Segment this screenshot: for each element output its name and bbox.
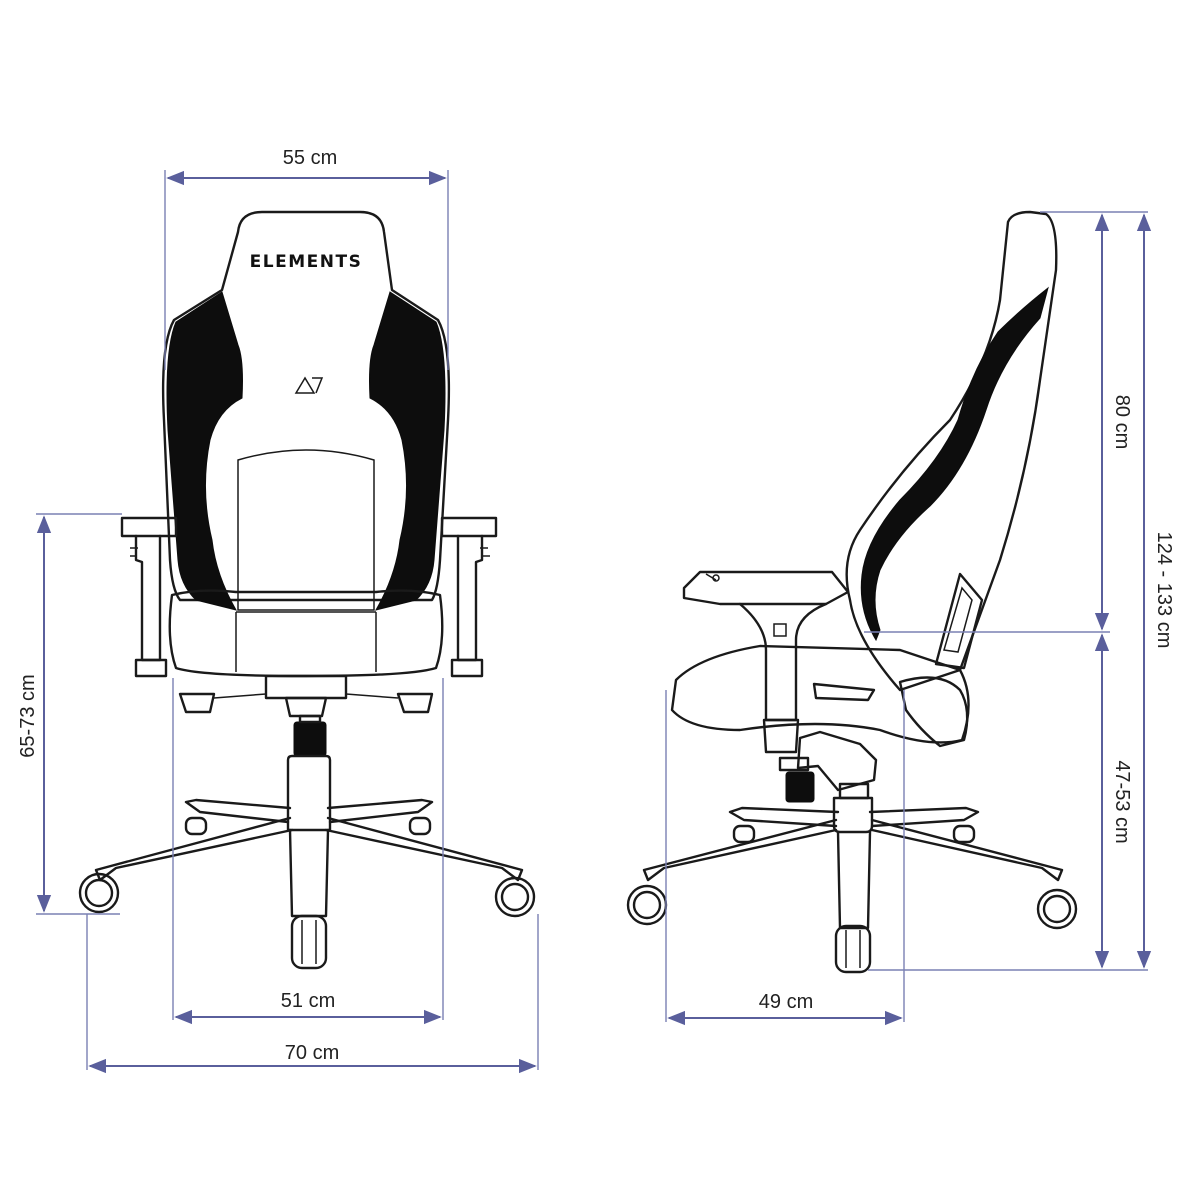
dim-seat-width-label: 51 cm [281, 990, 335, 1012]
front-tilt-mechanism [264, 674, 348, 700]
dim-total-height-label: 124 - 133 cm [1153, 532, 1175, 649]
side-backrest-outline [845, 210, 1058, 692]
side-tilt-mechanism [796, 730, 878, 792]
side-caster-wheels [626, 824, 1078, 974]
dimension-annotations: 55 cm 51 cm 70 cm 65-73 cm 49 cm 80 cm 4… [17, 147, 1175, 1074]
front-gas-lift [286, 754, 332, 832]
dim-width-top-label: 55 cm [283, 147, 337, 169]
front-chair: ELEMENTS [78, 210, 536, 970]
front-star-base [78, 798, 536, 970]
front-height-knob [293, 721, 327, 757]
elements-triangle-logo-icon [294, 376, 324, 394]
front-left-armrest [120, 516, 178, 678]
brand-text: ELEMENTS [250, 252, 363, 272]
front-left-black-panel [166, 291, 243, 611]
side-star-base [626, 806, 1078, 974]
dim-backrest-height-label: 80 cm [1111, 395, 1133, 449]
side-black-panel [860, 286, 1049, 642]
front-caster-wheels [78, 816, 536, 970]
front-seat-cushion [168, 589, 444, 678]
dim-base-width-label: 70 cm [285, 1042, 339, 1064]
dim-armrest-height-label: 65-73 cm [17, 674, 39, 757]
dim-seat-height-label: 47-53 cm [1111, 760, 1133, 843]
side-seat-cushion [670, 644, 970, 744]
dim-seat-depth-label: 49 cm [759, 991, 813, 1013]
side-armrest [682, 570, 850, 754]
front-right-black-panel [369, 291, 446, 611]
front-right-armrest [440, 516, 498, 678]
side-gas-lift [832, 796, 874, 834]
front-lumbar-panel [237, 449, 375, 611]
side-chair [626, 210, 1078, 974]
front-backrest-outline [161, 210, 451, 602]
side-height-knob [785, 771, 815, 803]
